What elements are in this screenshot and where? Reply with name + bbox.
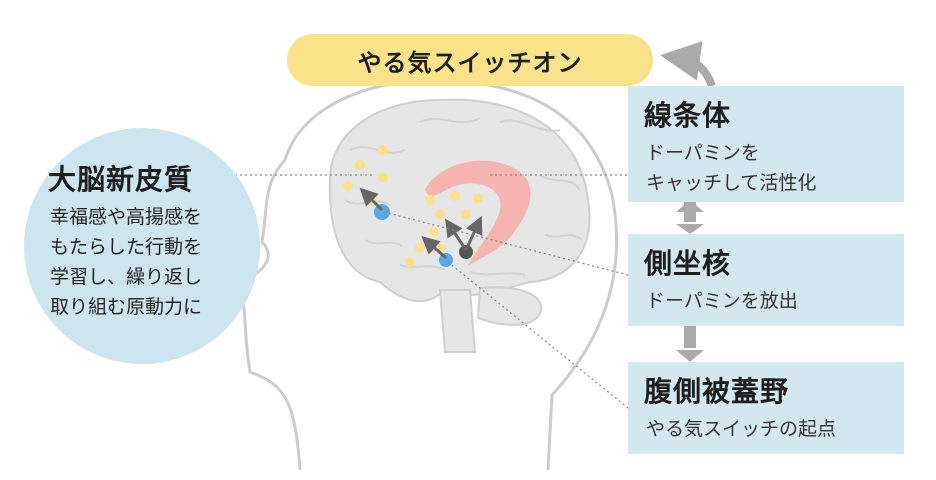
up-arrow-to-title: [660, 41, 716, 88]
striatum-line: キャッチして活性化: [646, 172, 817, 194]
vta-description: やる気スイッチの起点: [646, 414, 836, 444]
head-outline: [235, 78, 619, 471]
cerebellum: [476, 286, 543, 326]
diagram-title: やる気スイッチオン: [357, 48, 583, 77]
accumbens-title: 側坐核: [644, 247, 732, 280]
cortex-line: 学習し、繰り返し: [50, 266, 203, 288]
brain-silhouette: [328, 98, 591, 303]
cortex-line: 取り組む原動力に: [50, 296, 203, 318]
accumbens-description: ドーパミンを放出: [646, 286, 798, 316]
dopamine-dots: [343, 145, 483, 267]
vta-title: 腹側被蓋野: [644, 375, 790, 408]
cortex-description: 幸福感や高揚感を もたらした行動を 学習し、繰り返し 取り組む原動力に: [50, 202, 202, 322]
striatum-box: 線条体 ドーパミンを キャッチして活性化: [628, 86, 904, 202]
vta-line: やる気スイッチの起点: [646, 418, 837, 440]
accumbens-box: 側坐核 ドーパミンを放出: [628, 234, 904, 326]
leader-lines: [230, 174, 629, 409]
striatum-title: 線条体: [644, 99, 732, 132]
flow-arrows: [676, 200, 704, 362]
accumbens-line: ドーパミンを放出: [646, 290, 798, 312]
striatum-shape: [425, 160, 531, 266]
brain-stem: [438, 289, 477, 353]
accumbens-dot: [459, 245, 473, 259]
striatum-description: ドーパミンを キャッチして活性化: [646, 138, 816, 198]
cortex-line: 幸福感や高揚感を: [50, 206, 203, 228]
striatum-line: ドーパミンを: [646, 142, 760, 164]
vta-box: 腹側被蓋野 やる気スイッチの起点: [628, 362, 904, 454]
cortex-line: もたらした行動を: [50, 236, 203, 258]
cortex-title: 大脳新皮質: [48, 163, 194, 196]
cortex-circle: [24, 128, 260, 364]
title-pill: やる気スイッチオン: [287, 34, 653, 86]
